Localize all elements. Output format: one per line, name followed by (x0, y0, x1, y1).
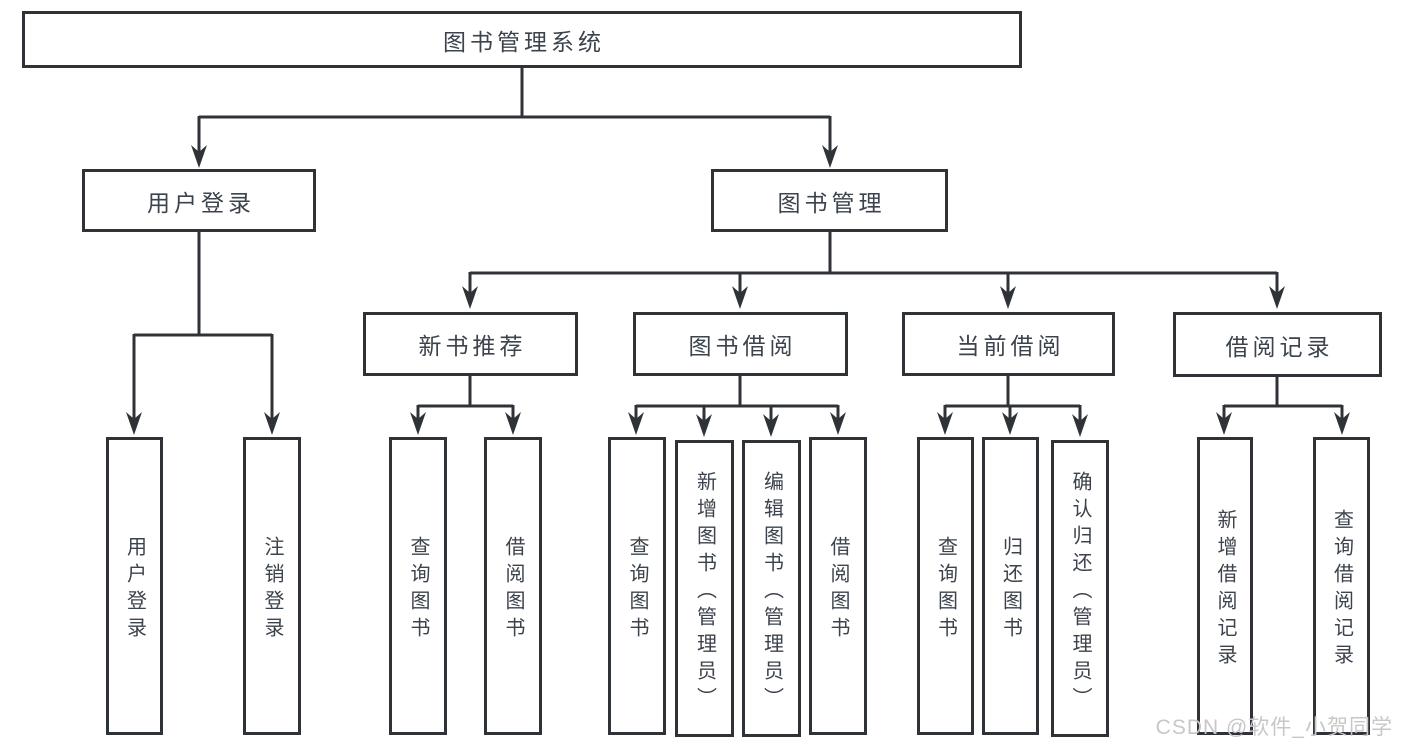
leaf-newbook-query-books-label: 查询图书 (407, 535, 429, 644)
node-current-borrowing: 当前借阅 (902, 312, 1115, 376)
leaf-records-query-record-label: 查询借阅记录 (1330, 508, 1353, 671)
leaf-records-add-record-label: 新增借阅记录 (1214, 508, 1236, 671)
node-root-label: 图书管理系统 (443, 28, 605, 55)
arrowhead-down-icon (191, 145, 207, 168)
leaf-current-confirm-return-admin-label: 确认归还（管理员） (1069, 470, 1091, 714)
leaf-borrow-edit-books-admin-label: 编辑图书（管理员） (760, 470, 783, 714)
arrowhead-down-icon (830, 412, 846, 435)
arrowhead-down-icon (462, 286, 478, 309)
node-book-borrowing: 图书借阅 (633, 312, 848, 376)
arrowhead-down-icon (505, 412, 521, 435)
arrowhead-down-icon (410, 412, 426, 435)
node-book-borrowing-label: 图书借阅 (688, 333, 797, 359)
leaf-newbook-borrow-books: 借阅图书 (484, 437, 542, 735)
arrowhead-down-icon (126, 412, 142, 435)
arrowhead-down-icon (1002, 412, 1018, 435)
leaf-logout: 注销登录 (243, 437, 301, 735)
leaf-borrow-add-books-admin: 新增图书（管理员） (675, 440, 734, 737)
node-current-borrowing-label: 当前借阅 (956, 333, 1065, 359)
leaf-current-return-books-label: 归还图书 (999, 535, 1022, 644)
node-user-login-label: 用户登录 (147, 189, 255, 216)
leaf-current-confirm-return-admin: 确认归还（管理员） (1051, 440, 1109, 737)
arrowhead-down-icon (1000, 286, 1016, 309)
leaf-newbook-query-books: 查询图书 (389, 437, 447, 735)
arrowhead-down-icon (732, 286, 748, 309)
leaf-user-login: 用户登录 (106, 437, 163, 735)
arrowhead-down-icon (264, 412, 280, 435)
node-borrowing-records-label: 借阅记录 (1225, 333, 1334, 360)
node-user-login: 用户登录 (82, 169, 316, 232)
leaf-newbook-borrow-books-label: 借阅图书 (502, 535, 524, 644)
node-root: 图书管理系统 (22, 11, 1022, 68)
arrowhead-down-icon (628, 412, 644, 435)
leaf-logout-label: 注销登录 (261, 535, 283, 644)
leaf-current-return-books: 归还图书 (982, 437, 1039, 735)
leaf-borrow-edit-books-admin: 编辑图书（管理员） (742, 440, 801, 737)
leaf-user-login-label: 用户登录 (123, 535, 146, 644)
arrowhead-down-icon (1334, 412, 1350, 435)
arrowhead-down-icon (1216, 412, 1232, 435)
arrowhead-down-icon (822, 145, 838, 168)
arrowhead-down-icon (763, 414, 779, 437)
leaf-borrow-add-books-admin-label: 新增图书（管理员） (693, 470, 716, 714)
node-book-management-label: 图书管理 (777, 189, 886, 216)
leaf-borrow-borrow-books-label: 借阅图书 (827, 535, 849, 644)
arrowhead-down-icon (696, 414, 712, 437)
node-borrowing-records: 借阅记录 (1173, 312, 1382, 377)
csdn-watermark: CSDN @软件_小贺同学 (1155, 716, 1393, 739)
connector-lines (132, 68, 1344, 421)
node-new-book-recommend: 新书推荐 (363, 312, 578, 376)
arrowhead-down-icon (1269, 286, 1285, 309)
arrowhead-down-icon (937, 412, 953, 435)
leaf-current-query-books-label: 查询图书 (934, 535, 957, 644)
leaf-borrow-query-books: 查询图书 (608, 437, 666, 735)
leaf-borrow-query-books-label: 查询图书 (626, 535, 648, 644)
leaf-borrow-borrow-books: 借阅图书 (809, 437, 867, 735)
leaf-records-query-record: 查询借阅记录 (1313, 437, 1370, 735)
leaf-current-query-books: 查询图书 (917, 437, 974, 735)
arrowhead-down-icon (1072, 414, 1088, 437)
arrowhead-group (126, 145, 1350, 437)
node-book-management: 图书管理 (711, 169, 948, 232)
leaf-records-add-record: 新增借阅记录 (1197, 437, 1253, 735)
node-new-book-recommend-label: 新书推荐 (418, 333, 527, 359)
